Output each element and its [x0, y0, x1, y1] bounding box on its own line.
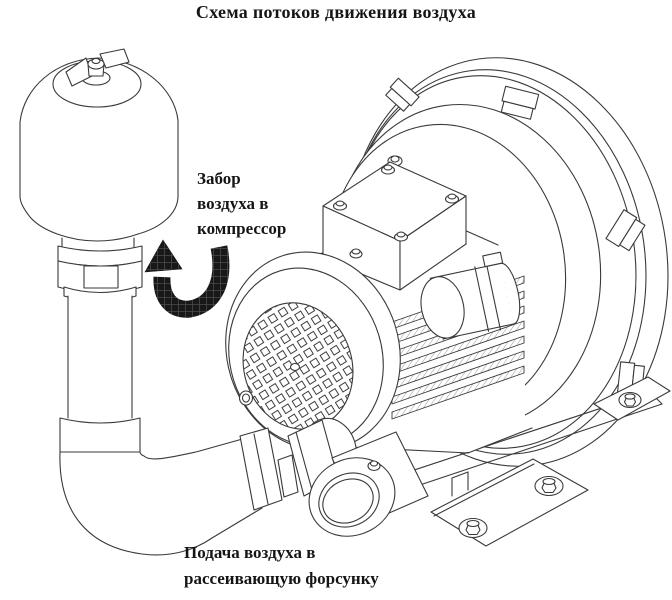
clamp-icon: [500, 85, 540, 120]
filter-coupling: [57, 237, 143, 302]
foot-bolt-icon: [534, 475, 564, 497]
duct-coupling-ring: [239, 427, 299, 511]
flange-bolt-icon: [367, 460, 381, 472]
terminal-box-screws: [332, 164, 460, 242]
mounting-foot-right: [593, 376, 671, 421]
intake-assembly: [19, 48, 357, 556]
intake-label-line: воздуха в: [197, 194, 269, 213]
air-filter: [19, 48, 179, 242]
intake-label: Забор воздуха в компрессор: [197, 166, 286, 241]
foot-bolt-icon: [618, 391, 642, 409]
outlet-label-line: Подача воздуха в: [184, 543, 316, 562]
foot-bolt-icon: [458, 517, 488, 539]
capacitor: [420, 251, 521, 340]
motor-bolt-icon: [349, 248, 363, 259]
side-boss-icon: [238, 390, 254, 406]
mounting-foot-front: [430, 458, 589, 547]
clamp-icon: [385, 77, 420, 112]
housing-clamps: [385, 77, 646, 396]
intake-pipe: [67, 295, 133, 419]
clamp-icon: [605, 209, 646, 252]
intake-label-line: компрессор: [197, 219, 287, 238]
elbow-duct: [59, 437, 263, 556]
diagram-title: Схема потоков движения воздуха: [195, 2, 477, 22]
outlet-label: Подача воздуха в рассеивающую форсунку: [184, 540, 379, 592]
terminal-box: [322, 161, 467, 291]
intake-flow-arrow-icon: [144, 239, 230, 318]
outlet-port: [308, 431, 429, 537]
motor-fan-cover: [225, 251, 401, 451]
wing-nut-icon: [65, 48, 130, 87]
intake-label-line: Забор: [197, 169, 241, 188]
outlet-label-line: рассеивающую форсунку: [184, 569, 379, 588]
